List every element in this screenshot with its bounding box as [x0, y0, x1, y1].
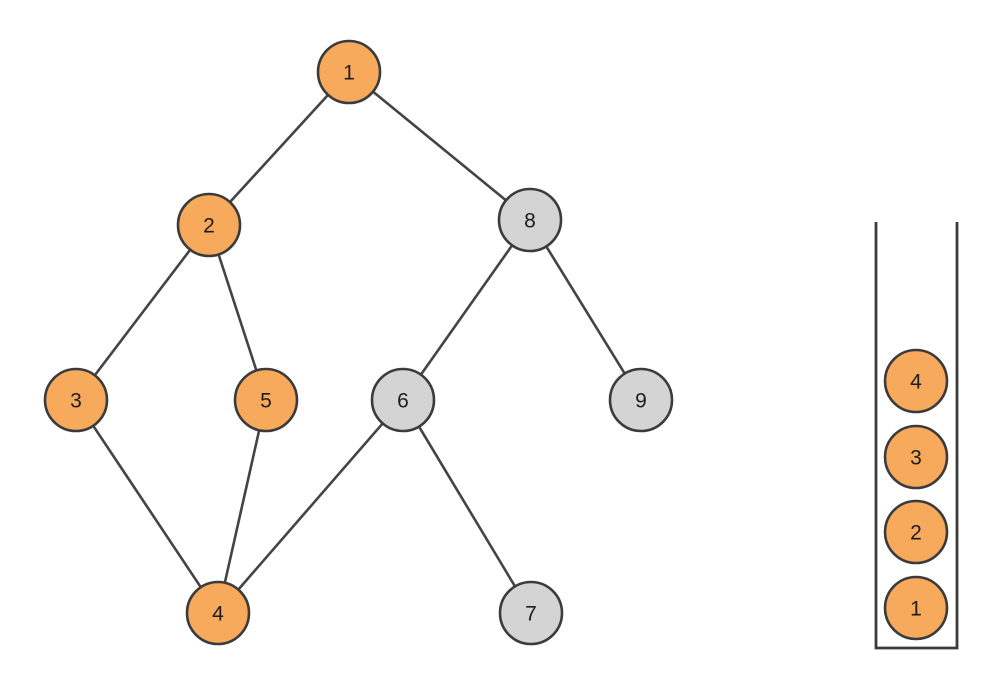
- graph-edge-5-4: [223, 427, 261, 586]
- graph-node-circle-1[interactable]: [316, 39, 382, 105]
- graph-node-circle-3[interactable]: [43, 367, 109, 433]
- graph-edges-layer: [91, 89, 627, 592]
- graph-edge-1-8: [370, 89, 509, 203]
- stack-container-layer: 1 2 3 4: [874, 222, 959, 650]
- stack-item-circle-4[interactable]: [883, 348, 949, 414]
- graph-node-3[interactable]: 3: [43, 367, 109, 433]
- stack-item-circle-2[interactable]: [883, 499, 949, 565]
- stack-item-1[interactable]: 1: [883, 575, 949, 641]
- graph-node-circle-4[interactable]: [185, 580, 251, 646]
- graph-edge-3-4: [91, 423, 203, 590]
- graph-node-2[interactable]: 2: [176, 192, 242, 258]
- stack-item-4[interactable]: 4: [883, 348, 949, 414]
- graph-node-5[interactable]: 5: [233, 367, 299, 433]
- graph-edge-6-8: [418, 243, 515, 377]
- graph-edge-6-7: [417, 424, 517, 589]
- graph-node-circle-6[interactable]: [370, 367, 436, 433]
- stack-item-circle-3[interactable]: [883, 424, 949, 490]
- graph-node-9[interactable]: 9: [608, 367, 674, 433]
- graph-node-circle-9[interactable]: [608, 367, 674, 433]
- graph-node-circle-2[interactable]: [176, 192, 242, 258]
- stack-item-circle-1[interactable]: [883, 575, 949, 641]
- graph-edge-2-5: [216, 252, 259, 373]
- graph-node-8[interactable]: 8: [497, 187, 563, 253]
- stack-item-3[interactable]: 3: [883, 424, 949, 490]
- graph-node-1[interactable]: 1: [316, 39, 382, 105]
- graph-node-4[interactable]: 4: [185, 580, 251, 646]
- graph-node-circle-7[interactable]: [498, 580, 564, 646]
- stack-container-outline: [874, 222, 959, 650]
- graph-edge-8-9: [544, 244, 627, 376]
- graph-nodes-layer: 1 2 3 4 5 6 7 8 9: [43, 39, 674, 646]
- graph-node-circle-5[interactable]: [233, 367, 299, 433]
- graph-node-circle-8[interactable]: [497, 187, 563, 253]
- graph-node-7[interactable]: 7: [498, 580, 564, 646]
- stack-item-2[interactable]: 2: [883, 499, 949, 565]
- graph-edge-4-6: [236, 421, 385, 592]
- graph-edge-1-2: [227, 92, 331, 205]
- graph-edge-2-3: [92, 247, 193, 378]
- graph-node-6[interactable]: 6: [370, 367, 436, 433]
